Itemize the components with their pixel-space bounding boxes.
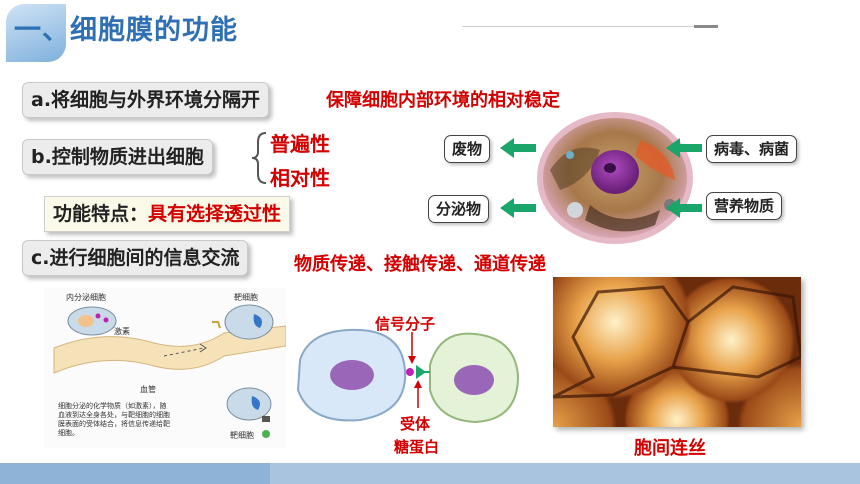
footer-bar-accent — [0, 463, 270, 484]
label-glycoprotein: 糖蛋白 — [394, 438, 440, 456]
feature-value: 具有选择透过性 — [148, 203, 282, 225]
label-receptor: 受体 — [400, 415, 431, 433]
function-a-note: 保障细胞内部环境的相对稳定 — [326, 90, 560, 111]
arrow-in-nutrients — [666, 198, 702, 218]
trait-universality: 普遍性 — [270, 132, 330, 156]
label-target-cell-top: 靶细胞 — [234, 293, 258, 302]
header-divider — [462, 26, 704, 27]
caption-line-3: 膜表面的受体结合，将信息传递给靶 — [58, 420, 170, 428]
caption-line-1: 细胞分泌的化学物质（如激素），随 — [58, 402, 167, 410]
plasmodesmata-photo — [552, 277, 803, 427]
arrow-in-pathogen — [666, 138, 702, 158]
trait-relativity: 相对性 — [270, 166, 330, 190]
header-dash — [694, 25, 718, 28]
label-source-cell: 内分泌细胞 — [66, 293, 106, 302]
caption-line-2: 血液到达全身各处，与靶细胞的细胞 — [58, 411, 170, 419]
label-signal-molecule: 信号分子 — [375, 315, 436, 333]
cell-illustration — [537, 112, 693, 244]
plasmodesmata-caption: 胞间连丝 — [634, 438, 706, 459]
label-target-cell-bottom: 靶细胞 — [230, 431, 254, 440]
arrow-out-secretion — [500, 198, 536, 218]
function-b-box: b.控制物质进出细胞 — [22, 139, 213, 175]
feature-box: 功能特点：具有选择透过性 — [44, 196, 291, 232]
title-tab-decoration — [6, 4, 66, 62]
contact-signaling-diagram — [296, 328, 520, 424]
label-secretion: 分泌物 — [428, 195, 490, 223]
endocrine-caption: 细胞分泌的化学物质（如激素），随 血液到达全身各处，与靶细胞的细胞 膜表面的受体… — [58, 402, 218, 438]
function-a-box: a.将细胞与外界环境分隔开 — [22, 82, 270, 118]
curly-brace — [251, 132, 267, 184]
label-pathogen: 病毒、病菌 — [706, 135, 798, 163]
endocrine-diagram: 内分泌细胞 激素 靶细胞 血管 靶细胞 细胞分泌的化学物质（如激素），随 血液到… — [44, 288, 286, 448]
label-nutrients: 营养物质 — [706, 192, 783, 220]
feature-prefix: 功能特点： — [53, 203, 149, 225]
arrow-out-waste — [500, 138, 536, 158]
caption-line-4: 细胞。 — [58, 429, 79, 437]
function-c-box: c.进行细胞间的信息交流 — [22, 240, 249, 276]
label-waste: 废物 — [444, 135, 491, 163]
label-hormone: 激素 — [114, 327, 130, 336]
function-c-note: 物质传递、接触传递、通道传递 — [294, 254, 546, 275]
label-vessel: 血管 — [140, 385, 156, 394]
page-title: 一、细胞膜的功能 — [14, 15, 238, 46]
